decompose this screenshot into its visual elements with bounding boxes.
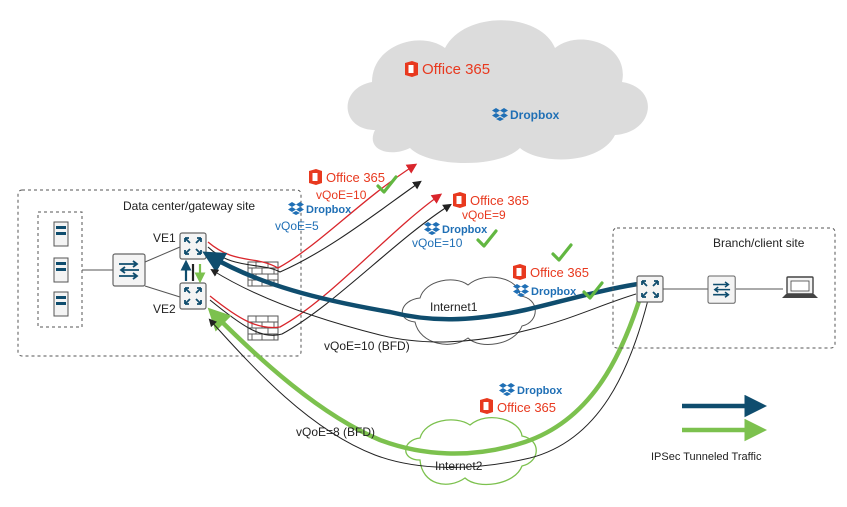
dropbox-ve2-vqoe: vQoE=10: [412, 236, 463, 250]
legend: IPSec Tunneled Traffic: [651, 394, 767, 463]
office365-ve1-label: Office 365: [326, 170, 385, 185]
datacenter-site-label: Data center/gateway site: [123, 199, 255, 213]
ipsec-tunnel-green: [207, 297, 643, 456]
dropbox-cloud-app: Dropbox: [492, 108, 560, 122]
dropbox-ve1-vqoe: vQoE=5: [275, 219, 319, 233]
ve1-label: VE1: [153, 231, 176, 245]
router-icon: [179, 232, 207, 260]
dropbox-ve2-metric: Dropbox vQoE=10: [412, 222, 498, 250]
dropbox-ve2-label: Dropbox: [442, 224, 488, 236]
internet1-cloud: Internet1: [402, 276, 536, 345]
switch-icon: [112, 253, 146, 287]
internet2-bfd-vqoe: vQoE=8 (BFD): [296, 425, 375, 439]
checkmark-icon: [551, 243, 573, 262]
server-icon: [53, 221, 69, 247]
office365-icon: [309, 169, 322, 185]
office365-ve1-vqoe: vQoE=10: [316, 188, 367, 202]
dropbox-internet1-label: Dropbox: [531, 286, 577, 298]
dropbox-icon: [288, 202, 304, 215]
router-icon: [636, 275, 664, 303]
dropbox-internet2-label: Dropbox: [517, 385, 563, 397]
ve-sync-arrows: [180, 259, 206, 284]
office365-ve2-vqoe: vQoE=9: [462, 208, 506, 222]
server-rack: [37, 211, 83, 328]
office365-internet1-label: Office 365: [530, 265, 589, 280]
office365-ve2-label: Office 365: [470, 193, 529, 208]
internet1-label: Internet1: [430, 300, 478, 314]
router-icon: [179, 282, 207, 310]
dropbox-icon: [424, 222, 440, 235]
office365-icon: [405, 61, 418, 77]
dropbox-cloud-label: Dropbox: [510, 108, 560, 122]
office365-ve1-metric: Office 365 vQoE=10: [309, 169, 398, 202]
dropbox-ve1-metric: Dropbox vQoE=5: [275, 202, 352, 233]
ipsec-tunnel-black-1: [210, 268, 637, 343]
office365-cloud-label: Office 365: [422, 61, 490, 78]
dropbox-icon: [499, 383, 515, 396]
ipsec-tunnel-blue: [202, 251, 639, 322]
internet1-app-metric: Office 365 Dropbox: [513, 243, 604, 300]
legend-label: IPSec Tunneled Traffic: [651, 451, 762, 463]
office365-icon: [513, 264, 526, 280]
server-icon: [53, 291, 69, 317]
saas-cloud: [347, 20, 648, 163]
ve2-label: VE2: [153, 302, 176, 316]
internet2-app-metric: Dropbox Office 365: [480, 383, 563, 415]
branch-site-label: Branch/client site: [713, 236, 805, 250]
server-icon: [53, 257, 69, 283]
office365-ve2-metric: Office 365 vQoE=9: [453, 192, 529, 222]
switch-icon: [707, 275, 736, 304]
datacenter-site: Data center/gateway site: [17, 189, 302, 357]
internet1-bfd-vqoe: vQoE=10 (BFD): [324, 339, 410, 353]
laptop-icon: [782, 276, 818, 298]
ipsec-tunnel-black-2: [208, 299, 649, 468]
office365-icon: [480, 398, 493, 414]
office365-icon: [453, 192, 466, 208]
internet2-label: Internet2: [435, 459, 483, 473]
direct-internet-paths: [207, 163, 452, 336]
dropbox-ve1-label: Dropbox: [306, 204, 352, 216]
office365-internet2-label: Office 365: [497, 400, 556, 415]
office365-cloud-app: Office 365: [405, 61, 490, 78]
branch-site: Branch/client site: [612, 227, 836, 349]
